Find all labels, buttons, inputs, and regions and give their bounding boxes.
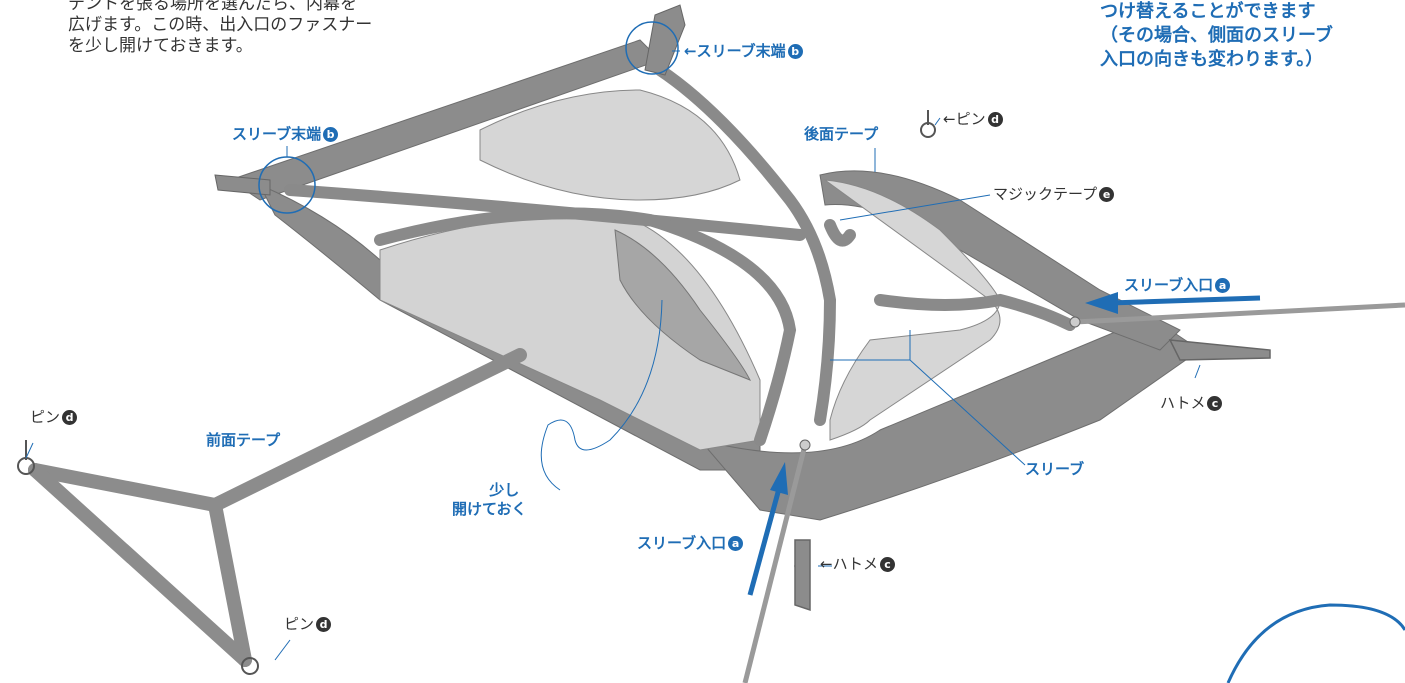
pole-bottom <box>742 444 808 683</box>
side-note-line-2: （その場合、側面のスリーブ <box>1100 25 1333 46</box>
front-tape <box>28 348 527 667</box>
intro-line-2: 広げます。この時、出入口のファスナー <box>68 15 373 35</box>
intro-line-3: を少し開けておきます。 <box>68 36 253 56</box>
arrow-right-head <box>1085 292 1118 314</box>
arrow-bottom-head <box>770 462 788 495</box>
label-slightly-open: 少し 開けておく <box>452 481 527 519</box>
intro-text: テントを張る場所を選んだら、内幕を 広げます。この時、出入口のファスナー を少し… <box>68 0 372 57</box>
sleeve-end-top-circle <box>625 21 679 75</box>
label-slightly-open-line-2: 開けておく <box>452 500 527 518</box>
side-note-line-3: 入口の向きも変わります。） <box>1100 49 1324 70</box>
intro-line-1: テントを張る場所を選んだら、内幕を <box>68 0 357 14</box>
entry-arrows <box>747 292 1261 596</box>
side-note-line-1: つけ替えることができます <box>1100 1 1316 22</box>
eyelets <box>794 339 1271 612</box>
pin-top-ring <box>920 122 936 138</box>
label-slightly-open-line-1: 少し <box>489 481 520 499</box>
detail-inset-circle <box>1226 603 1405 683</box>
sleeve-curves <box>284 64 1076 446</box>
leader-lines <box>25 50 1201 661</box>
side-note: つけ替えることができます （その場合、側面のスリーブ 入口の向きも変わります。） <box>1100 0 1333 72</box>
fabric-open-flap <box>614 229 752 381</box>
fabric-side-panel <box>823 179 1001 441</box>
fabric-top-panel <box>479 89 741 201</box>
label-front-tape: 前面テープ <box>206 431 281 449</box>
label-sleeve: スリーブ <box>1025 460 1085 478</box>
pin-bottom-ring <box>241 657 259 675</box>
label-back-tape: 後面テープ <box>804 125 879 143</box>
tent-fabric <box>379 89 1001 451</box>
poles <box>742 302 1405 683</box>
pole-right <box>1074 302 1405 325</box>
